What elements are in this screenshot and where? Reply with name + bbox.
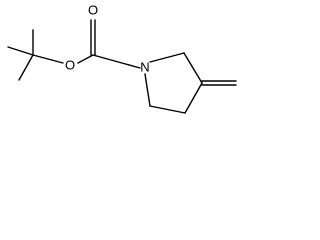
bond-ring-c2-to-c3 bbox=[183, 52, 203, 84]
ester-oxygen-label: O bbox=[65, 57, 75, 72]
bond-ring-c3-to-c4 bbox=[184, 82, 203, 114]
bond-tbutyl-bottom bbox=[18, 54, 34, 81]
bond-tbutyl-to-oxygen bbox=[32, 54, 64, 64]
nitrogen-label: N bbox=[140, 59, 149, 74]
bond-ring-c5-to-n bbox=[144, 73, 151, 107]
molecule-structure: O O N bbox=[7, 2, 237, 114]
bond-carbonyl-to-nitrogen bbox=[92, 54, 141, 69]
bond-oxygen-to-carbonyl-carbon bbox=[77, 54, 94, 64]
bond-tbutyl-left bbox=[7, 46, 34, 56]
bond-ring-c4-to-c5 bbox=[149, 105, 186, 114]
bond-ring-n-to-c2 bbox=[149, 52, 185, 63]
carbonyl-oxygen-label: O bbox=[88, 2, 98, 17]
